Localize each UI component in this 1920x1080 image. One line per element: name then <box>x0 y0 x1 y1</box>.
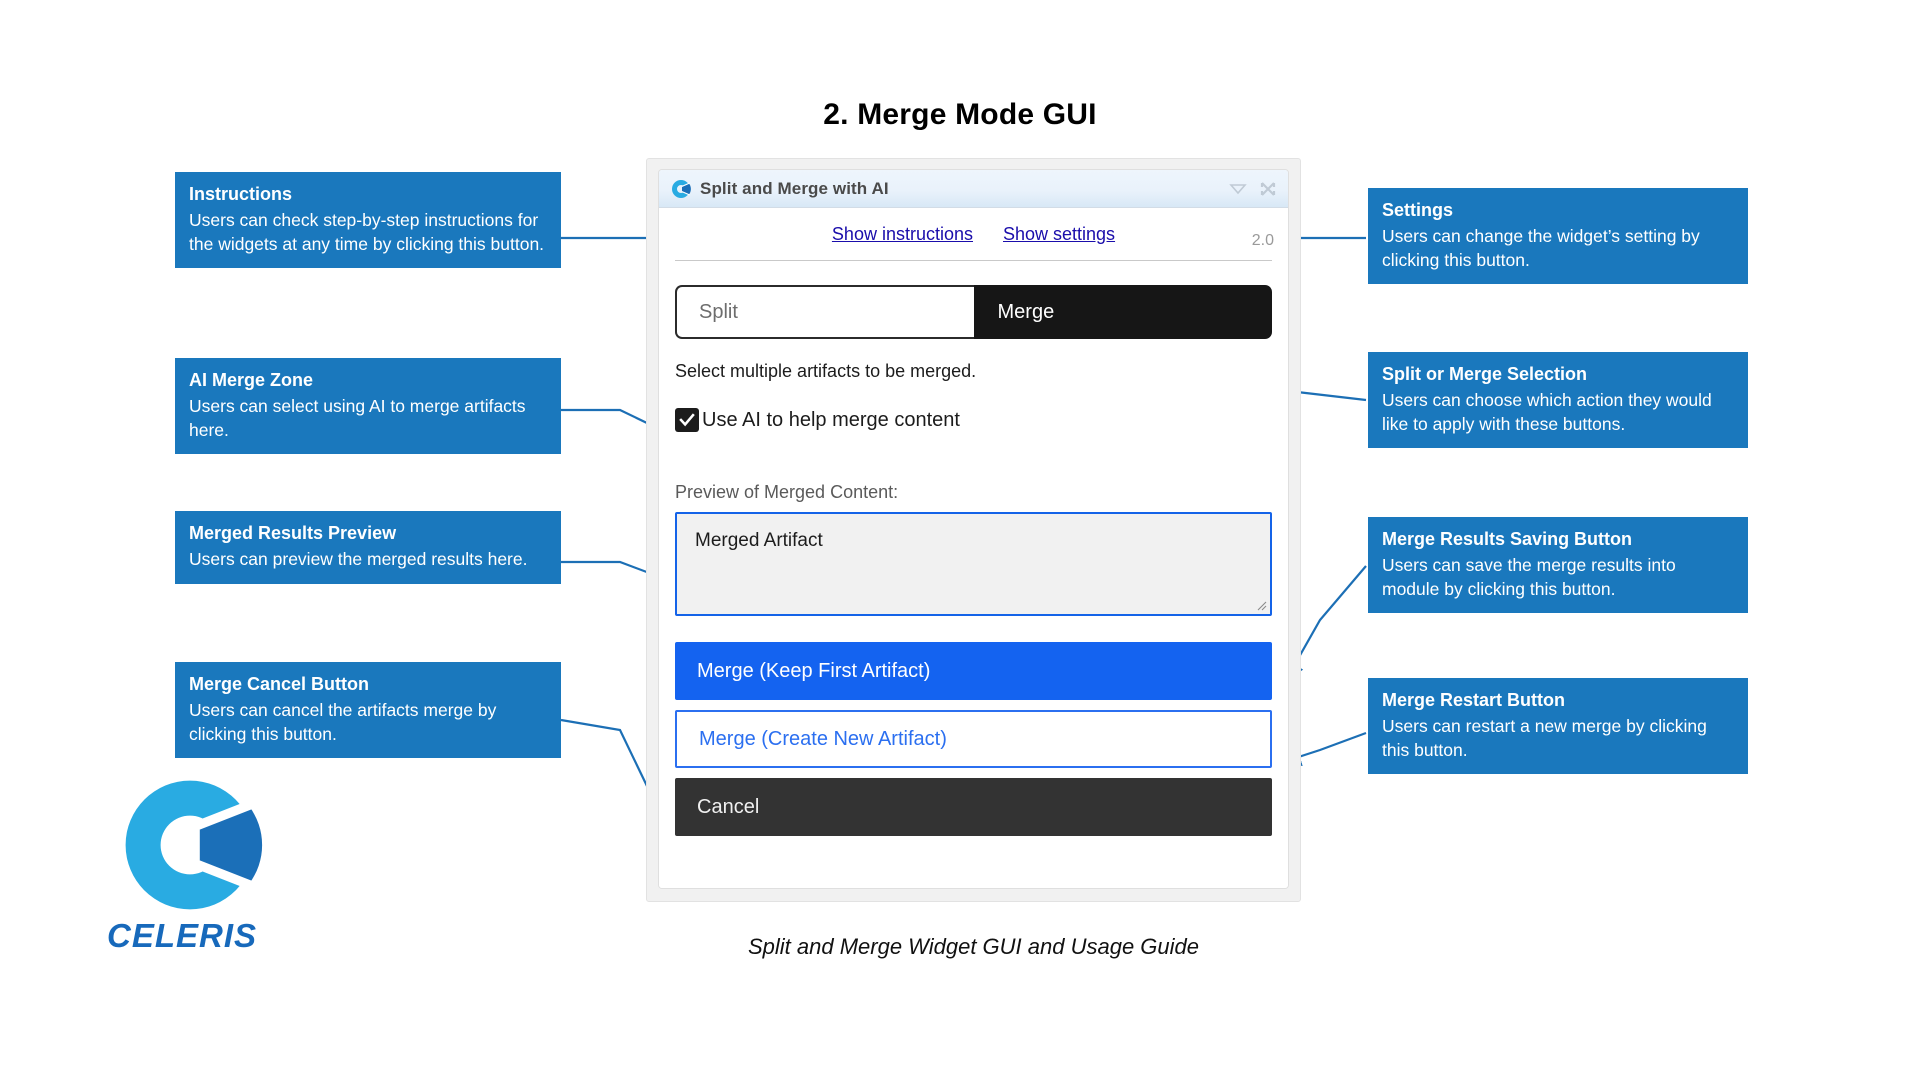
merge-create-new-button[interactable]: Merge (Create New Artifact) <box>675 710 1272 768</box>
widget-titlebar: Split and Merge with AI <box>659 170 1288 208</box>
callout-title: Instructions <box>189 184 293 204</box>
widget-title: Split and Merge with AI <box>700 178 889 198</box>
window-controls <box>1228 179 1280 199</box>
widget-content: Show instructions Show settings 2.0 Spli… <box>659 208 1288 888</box>
figure-caption: Split and Merge Widget GUI and Usage Gui… <box>747 934 1200 959</box>
close-x-icon[interactable] <box>1258 179 1278 199</box>
callout-merge-restart-button: Merge Restart Button Users can restart a… <box>1368 678 1748 775</box>
use-ai-checkbox-label: Use AI to help merge content <box>702 408 960 431</box>
callout-merge-cancel-button: Merge Cancel Button Users can cancel the… <box>175 662 561 759</box>
callout-body: Users can cancel the artifacts merge by … <box>189 700 497 744</box>
merge-keep-first-button[interactable]: Merge (Keep First Artifact) <box>675 642 1272 700</box>
merged-content-value: Merged Artifact <box>695 530 823 551</box>
callout-body: Users can choose which action they would… <box>1382 390 1712 434</box>
widget-panel: Split and Merge with AI Show instruction… <box>658 169 1289 889</box>
preview-label: Preview of Merged Content: <box>675 482 899 502</box>
cancel-button[interactable]: Cancel <box>675 778 1272 836</box>
callout-body: Users can check step-by-step instruction… <box>189 210 545 254</box>
ai-merge-checkbox-row[interactable]: Use AI to help merge content <box>675 408 1272 432</box>
show-instructions-link[interactable]: Show instructions <box>831 223 973 244</box>
callout-title: Split or Merge Selection <box>1382 364 1588 384</box>
chevron-down-triangle-icon[interactable] <box>1228 179 1248 199</box>
toggle-split-button[interactable]: Split <box>675 285 974 339</box>
brand-name: CELERIS <box>107 917 258 954</box>
callout-title: Merge Cancel Button <box>189 674 370 694</box>
divider <box>675 260 1272 261</box>
mode-toggle-group: Split Merge <box>675 285 1272 339</box>
widget-window: Split and Merge with AI Show instruction… <box>646 158 1301 902</box>
callout-title: AI Merge Zone <box>189 370 314 390</box>
show-settings-link[interactable]: Show settings <box>1003 223 1116 244</box>
callout-title: Merge Restart Button <box>1382 690 1566 710</box>
callout-merge-results-saving-button: Merge Results Saving Button Users can sa… <box>1368 517 1748 614</box>
callout-ai-merge-zone: AI Merge Zone Users can select using AI … <box>175 358 561 455</box>
callout-settings: Settings Users can change the widget’s s… <box>1368 188 1748 285</box>
merged-content-textarea[interactable]: Merged Artifact <box>675 512 1272 616</box>
callout-title: Merged Results Preview <box>189 523 397 543</box>
resize-grip-icon[interactable] <box>1255 599 1267 611</box>
callout-body: Users can select using AI to merge artif… <box>189 396 526 440</box>
callout-title: Merge Results Saving Button <box>1382 529 1633 549</box>
checkmark-icon <box>679 413 695 427</box>
callout-merged-results-preview: Merged Results Preview Users can preview… <box>175 511 561 584</box>
callout-body: Users can preview the merged results her… <box>189 549 528 570</box>
callout-split-or-merge-selection: Split or Merge Selection Users can choos… <box>1368 352 1748 449</box>
celeris-c-logo-icon <box>125 780 263 910</box>
widget-links-row: Show instructions Show settings 2.0 <box>675 208 1274 260</box>
version-label: 2.0 <box>1251 232 1274 249</box>
merge-hint-text: Select multiple artifacts to be merged. <box>675 361 977 381</box>
use-ai-checkbox[interactable] <box>675 408 699 432</box>
callout-body: Users can restart a new merge by clickin… <box>1382 716 1707 760</box>
callout-body: Users can save the merge results into mo… <box>1382 555 1676 599</box>
callout-title: Settings <box>1382 200 1454 220</box>
callout-instructions: Instructions Users can check step-by-ste… <box>175 172 561 269</box>
brand-logo: CELERIS <box>105 775 305 955</box>
callout-body: Users can change the widget’s setting by… <box>1382 226 1700 270</box>
celeris-c-logo-icon <box>672 179 691 198</box>
page-title: 2. Merge Mode GUI <box>823 98 1097 131</box>
toggle-merge-button[interactable]: Merge <box>973 285 1272 339</box>
